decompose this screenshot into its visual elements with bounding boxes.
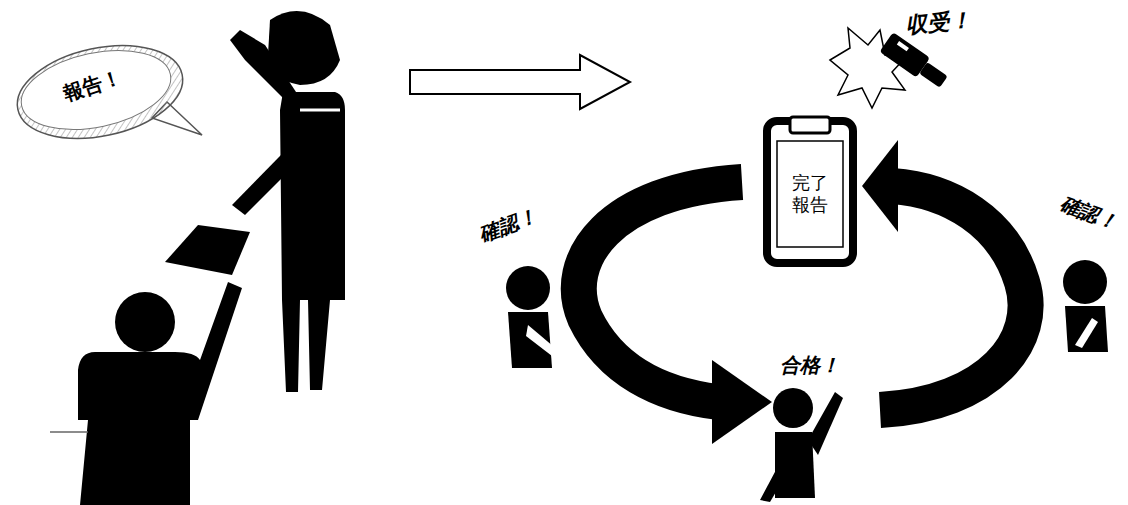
clipboard: 完了 報告 bbox=[763, 117, 857, 267]
transition-arrow bbox=[410, 55, 630, 109]
stamp bbox=[830, 28, 951, 108]
pass-label: 合格！ bbox=[780, 352, 840, 379]
checker-figure bbox=[1063, 260, 1108, 352]
cycle-arrowhead bbox=[862, 140, 898, 232]
checker-figure bbox=[506, 266, 560, 368]
tall-figure bbox=[165, 11, 345, 392]
report-text: 完了 報告 bbox=[790, 172, 830, 215]
figure-line bbox=[300, 109, 340, 112]
cycle-band bbox=[880, 186, 1026, 410]
ground-line bbox=[50, 431, 88, 433]
cycle-arrowhead bbox=[712, 360, 772, 444]
stamp-label: 収受！ bbox=[904, 5, 972, 41]
speech-bubble: 報告！ bbox=[12, 40, 192, 140]
small-figure bbox=[78, 282, 242, 505]
check-label: 確認！ bbox=[475, 203, 541, 249]
passer-figure bbox=[760, 388, 843, 502]
check-label: 確認！ bbox=[1056, 191, 1122, 237]
